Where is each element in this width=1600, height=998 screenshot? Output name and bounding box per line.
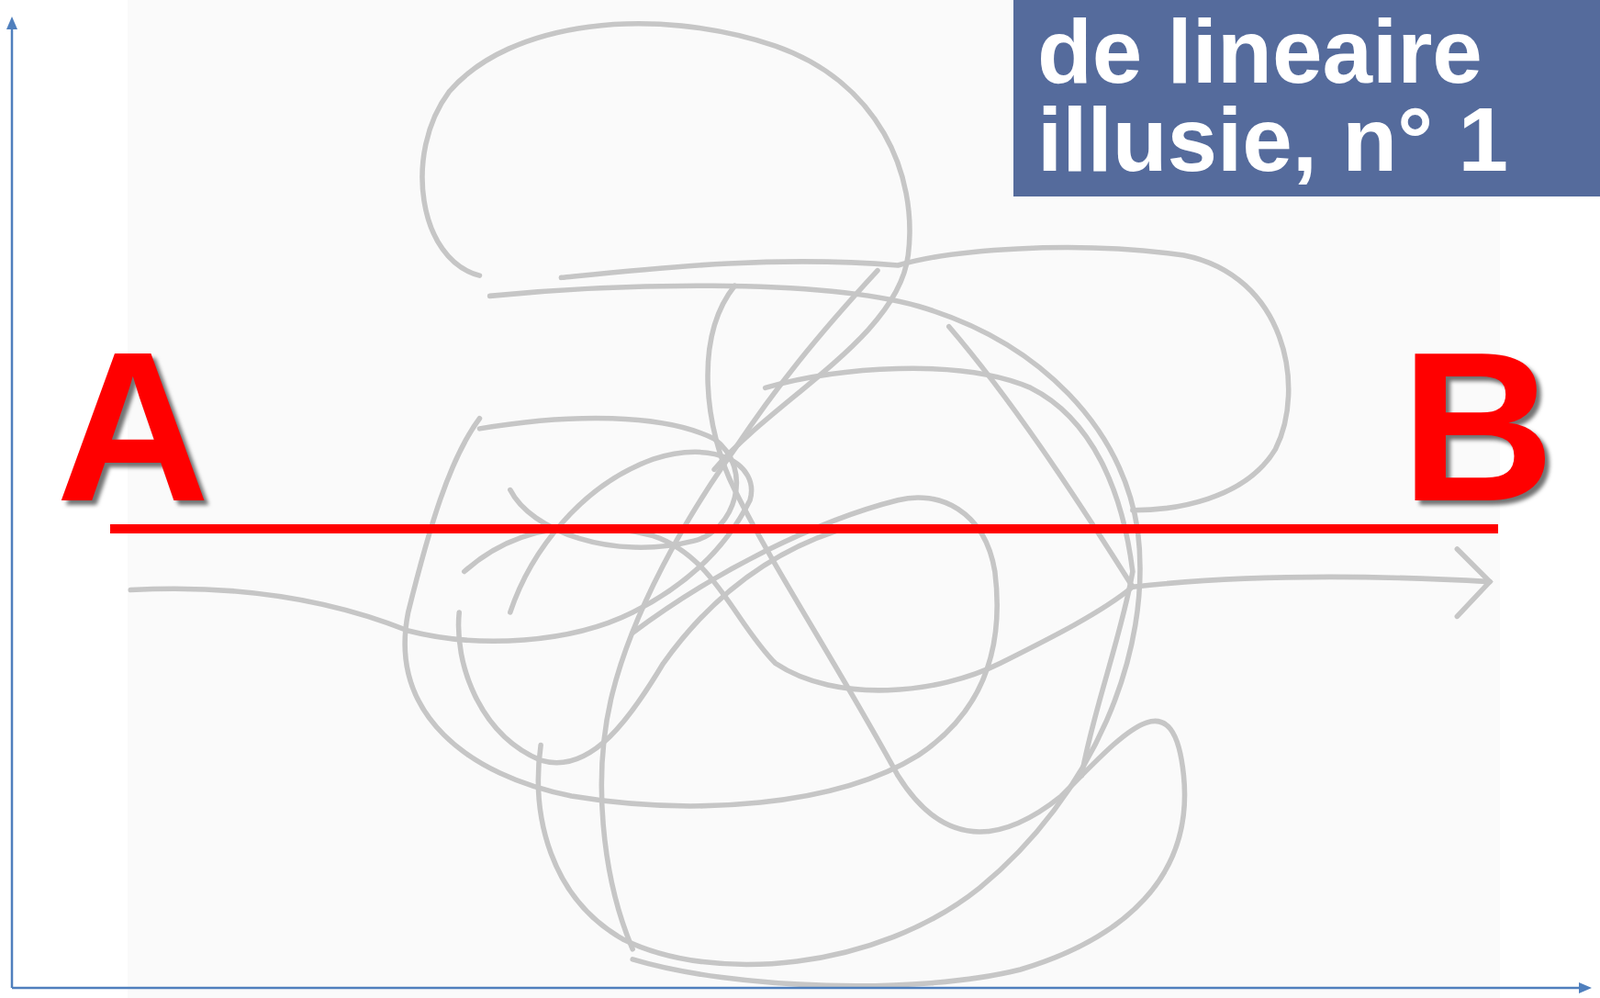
y-axis — [11, 27, 14, 988]
point-label: B — [1400, 320, 1556, 534]
axis-arrowhead — [1578, 982, 1592, 994]
slide-title: de lineaire illusie, n° 1 — [1037, 7, 1588, 184]
title-banner: de lineaire illusie, n° 1 — [1013, 0, 1600, 197]
axis-arrowhead — [6, 16, 18, 30]
straight-line — [110, 524, 1499, 534]
x-axis — [11, 986, 1581, 990]
point-label: A — [55, 320, 211, 534]
